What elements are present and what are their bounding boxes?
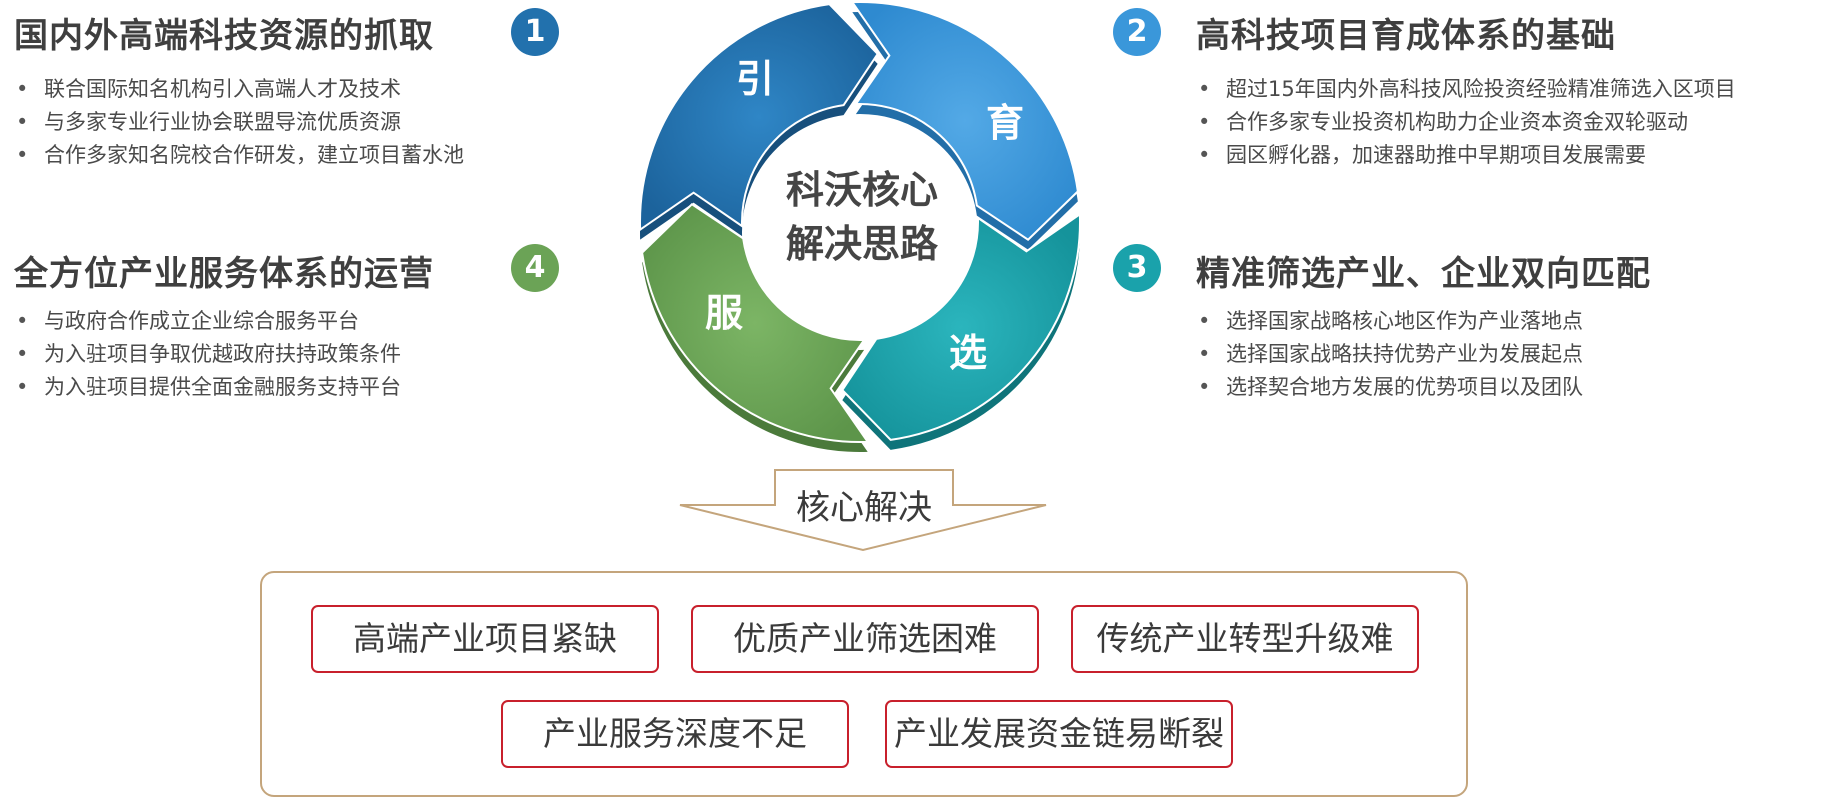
section-3-list: 选择国家战略核心地区作为产业落地点 选择国家战略扶持优势产业为发展起点 选择契合… (1196, 305, 1583, 404)
list-item: 园区孵化器，加速器助推中早期项目发展需要 (1196, 139, 1736, 172)
list-item: 为入驻项目提供全面金融服务支持平台 (14, 371, 401, 404)
number-badge-3: 3 (1113, 244, 1161, 292)
issue-box: 高端产业项目紧缺 (311, 605, 659, 673)
list-item: 与政府合作成立企业综合服务平台 (14, 305, 401, 338)
list-item: 选择国家战略扶持优势产业为发展起点 (1196, 338, 1583, 371)
arrow-label: 核心解决 (796, 488, 932, 528)
down-arrow-icon (679, 469, 1047, 552)
cycle-segments (639, 1, 1081, 443)
list-item: 为入驻项目争取优越政府扶持政策条件 (14, 338, 401, 371)
cycle-label-yu: 育 (986, 101, 1024, 145)
section-1-title: 国内外高端科技资源的抓取 (14, 16, 434, 56)
section-4-title: 全方位产业服务体系的运营 (14, 254, 434, 294)
section-2-title: 高科技项目育成体系的基础 (1196, 16, 1616, 56)
number-badge-2: 2 (1113, 8, 1161, 56)
cycle-segment-yin (639, 3, 879, 232)
section-3-title: 精准筛选产业、企业双向匹配 (1196, 254, 1651, 294)
center-title: 科沃核心 解决思路 (782, 163, 942, 271)
cycle-segment-fu (641, 203, 870, 443)
list-item: 与多家专业行业协会联盟导流优质资源 (14, 106, 464, 139)
number-badge-4: 4 (511, 244, 559, 292)
list-item: 选择契合地方发展的优势项目以及团队 (1196, 371, 1583, 404)
cycle-label-xuan: 选 (949, 331, 987, 375)
cycle-segment-xuan (841, 212, 1081, 441)
issue-box: 优质产业筛选困难 (691, 605, 1039, 673)
issue-box: 产业发展资金链易断裂 (885, 700, 1233, 768)
list-item: 超过15年国内外高科技风险投资经验精准筛选入区项目 (1196, 73, 1736, 106)
section-2-list: 超过15年国内外高科技风险投资经验精准筛选入区项目 合作多家专业投资机构助力企业… (1196, 73, 1736, 172)
center-title-line2: 解决思路 (785, 222, 938, 266)
issue-box: 产业服务深度不足 (501, 700, 849, 768)
list-item: 选择国家战略核心地区作为产业落地点 (1196, 305, 1583, 338)
issues-container (260, 571, 1468, 797)
list-item: 合作多家专业投资机构助力企业资本资金双轮驱动 (1196, 106, 1736, 139)
center-title-line1: 科沃核心 (785, 168, 938, 212)
cycle-label-fu: 服 (705, 291, 743, 335)
issue-box: 传统产业转型升级难 (1071, 605, 1419, 673)
cycle-label-yin: 引 (736, 57, 774, 101)
cycle-segment-yu (850, 1, 1079, 241)
number-badge-1: 1 (511, 8, 559, 56)
section-1-list: 联合国际知名机构引入高端人才及技术 与多家专业行业协会联盟导流优质资源 合作多家… (14, 73, 464, 172)
cycle-diagram: 引 育 选 服 (639, 1, 1081, 452)
list-item: 合作多家知名院校合作研发，建立项目蓄水池 (14, 139, 464, 172)
list-item: 联合国际知名机构引入高端人才及技术 (14, 73, 464, 106)
section-4-list: 与政府合作成立企业综合服务平台 为入驻项目争取优越政府扶持政策条件 为入驻项目提… (14, 305, 401, 404)
